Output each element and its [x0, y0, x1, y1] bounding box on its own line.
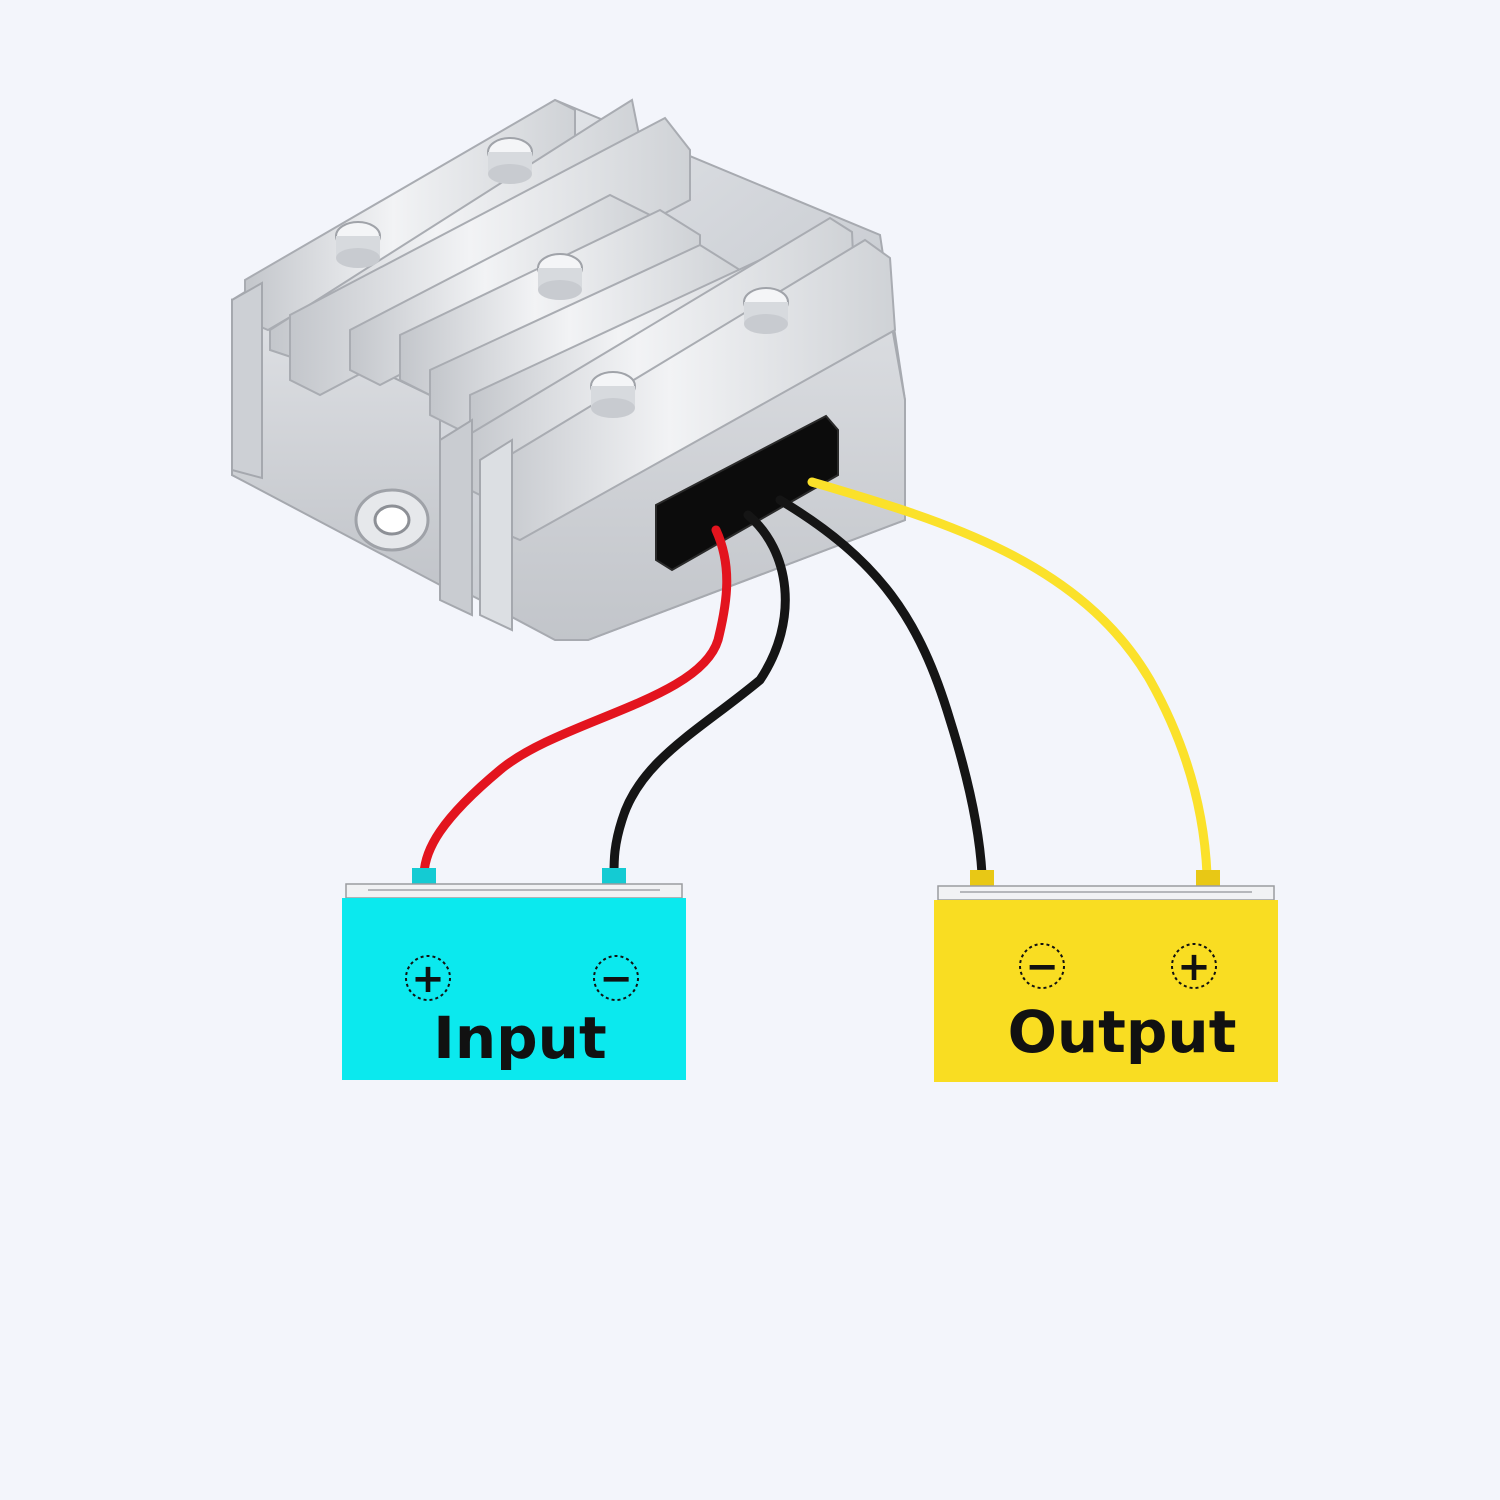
mounting-hole-icon — [354, 488, 430, 552]
converter-front-fin-2 — [479, 438, 513, 632]
converter-left-fin — [231, 281, 263, 480]
input-plus-terminal-icon: + — [405, 955, 451, 1002]
converter-front-fin-1 — [439, 418, 473, 617]
screw-boss-icon — [590, 371, 636, 418]
input-left-terminal-sign: + — [411, 956, 445, 1002]
yellow-output-positive-wire — [807, 477, 1212, 879]
screw-boss-icon — [743, 287, 789, 334]
black-input-negative-wire — [609, 510, 790, 879]
input-battery-body — [342, 898, 686, 1080]
output-battery-icon: − + Output — [934, 870, 1278, 1082]
input-battery-label: Input — [433, 1004, 606, 1072]
output-battery-body — [934, 900, 1278, 1082]
input-minus-terminal-icon: − — [593, 955, 639, 1002]
input-battery-icon: + − Input — [342, 868, 686, 1080]
converter-module-icon — [231, 98, 906, 641]
output-plus-terminal-icon: + — [1171, 943, 1217, 990]
output-minus-terminal-icon: − — [1019, 943, 1065, 990]
screw-boss-icon — [487, 137, 533, 184]
red-input-positive-wire — [419, 525, 732, 879]
screw-boss-icon — [335, 221, 381, 268]
input-right-terminal-sign: − — [599, 956, 633, 1002]
wire-connector — [655, 414, 839, 572]
screw-boss-icon — [537, 253, 583, 300]
wires — [419, 477, 1212, 879]
output-right-terminal-sign: + — [1177, 944, 1211, 990]
output-battery-label: Output — [1008, 998, 1237, 1066]
black-output-negative-wire — [775, 495, 987, 879]
output-left-terminal-sign: − — [1025, 944, 1059, 990]
